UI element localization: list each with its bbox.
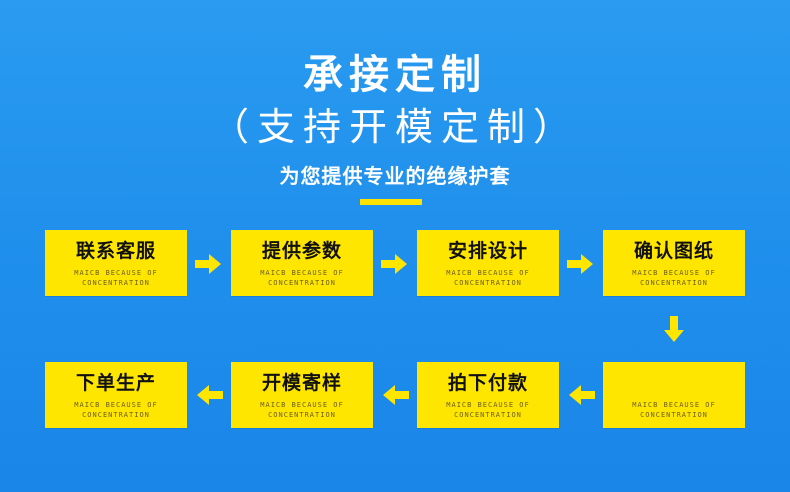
step-label: 安排设计 xyxy=(447,240,528,262)
step-label: 联系客服 xyxy=(75,240,156,262)
page-title: 承接定制 xyxy=(303,52,487,98)
tagline: 为您提供专业的绝缘护套 xyxy=(279,164,511,188)
step-label: 下单生产 xyxy=(75,372,156,394)
title-underline xyxy=(360,199,422,205)
page-subtitle: （支持开模定制） xyxy=(210,105,579,149)
step-label: 拍下付款 xyxy=(447,372,528,394)
arrow-right-icon xyxy=(195,254,221,274)
step-label: 提供参数 xyxy=(261,240,342,262)
arrow-left-icon xyxy=(197,385,223,405)
arrow-left-icon xyxy=(569,385,595,405)
arrow-right-icon xyxy=(567,254,593,274)
step-label: 确认图纸 xyxy=(633,240,714,262)
arrow-down-icon xyxy=(664,316,684,342)
step-label: 开模寄样 xyxy=(261,372,342,394)
arrow-left-icon xyxy=(383,385,409,405)
arrow-right-icon xyxy=(381,254,407,274)
